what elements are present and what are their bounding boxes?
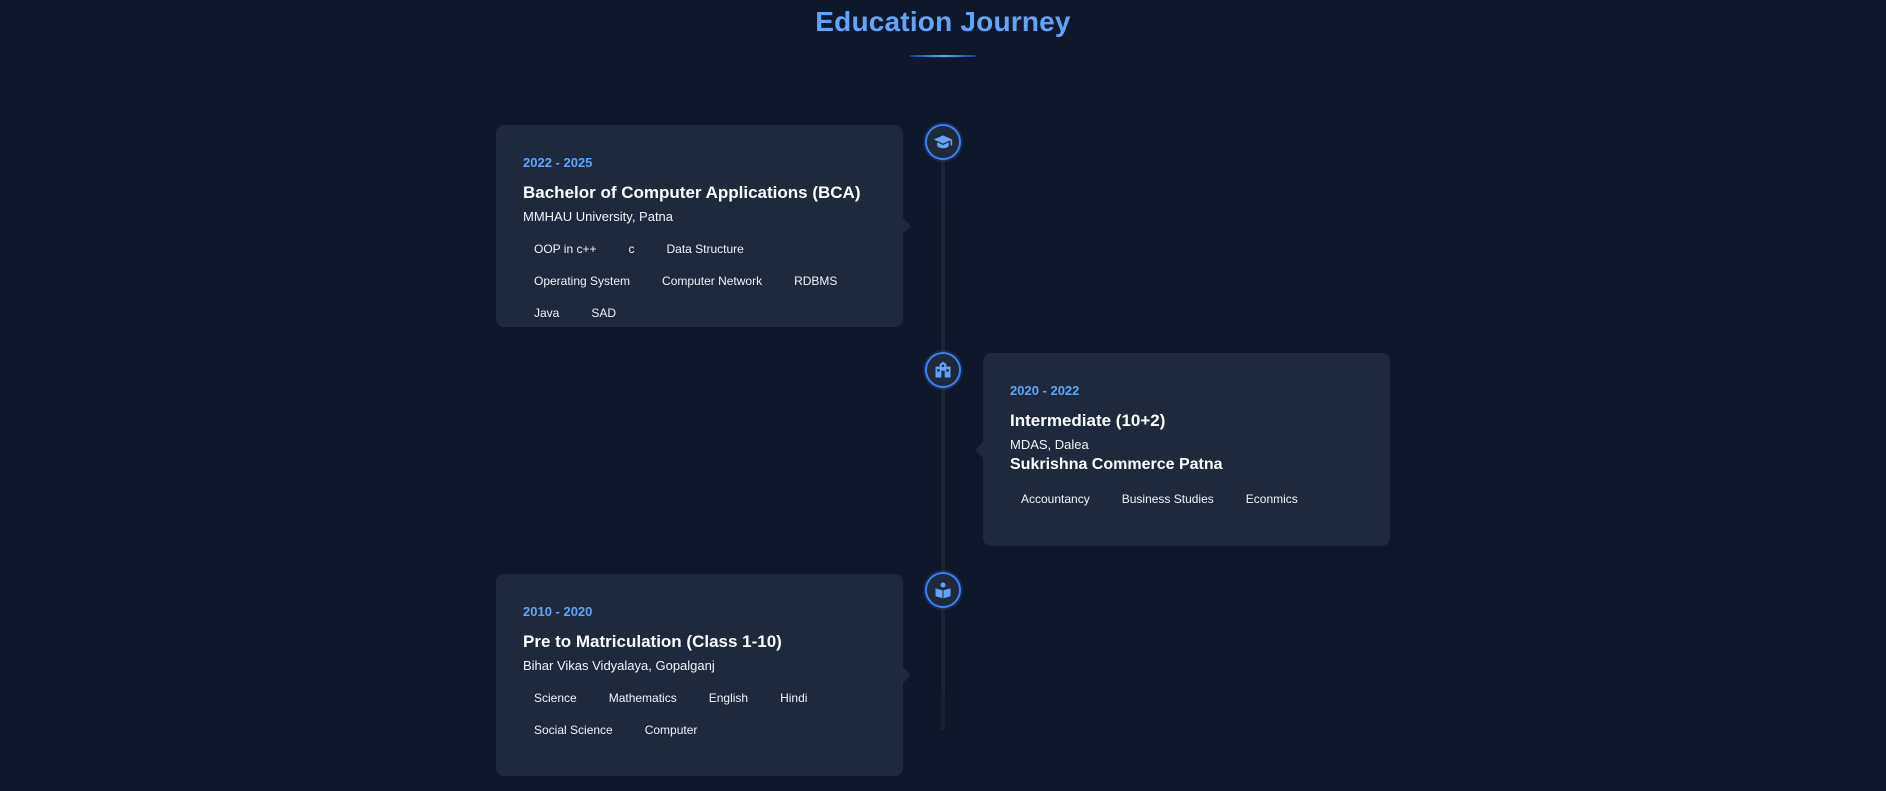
subject-tag: Java — [534, 306, 560, 320]
subject-tag: Computer Network — [662, 274, 763, 288]
education-school-secondary: Sukrishna Commerce Patna — [1010, 456, 1223, 473]
subject-tag: Accountancy — [1021, 492, 1090, 506]
subject-tags: Science Mathematics English Hindi Social… — [523, 687, 877, 742]
subject-tags: Accountancy Business Studies Econmics — [1010, 488, 1364, 511]
subject-tag: SAD — [591, 306, 617, 320]
education-years: 2010 - 2020 — [523, 604, 593, 619]
subject-tags: OOP in c++ c Data Structure Operating Sy… — [523, 238, 877, 325]
education-school: MDAS, Dalea — [1010, 437, 1089, 452]
education-card: 2020 - 2022 Intermediate (10+2) MDAS, Da… — [975, 353, 1390, 546]
education-card: 2022 - 2025 Bachelor of Computer Applica… — [496, 125, 911, 327]
education-degree: Intermediate (10+2) — [1010, 411, 1166, 430]
education-years: 2022 - 2025 — [523, 155, 593, 170]
book-reader-icon — [925, 572, 961, 608]
subject-tag: Science — [534, 691, 577, 705]
subject-tag: Hindi — [780, 691, 808, 705]
education-school: MMHAU University, Patna — [523, 209, 674, 224]
school-building-icon — [925, 352, 961, 388]
section-title: Education Journey — [815, 6, 1071, 37]
subject-tag: English — [708, 691, 749, 705]
title-underline — [910, 55, 976, 57]
subject-tag: Computer — [644, 723, 698, 737]
education-degree: Bachelor of Computer Applications (BCA) — [523, 183, 861, 202]
education-degree: Pre to Matriculation (Class 1-10) — [523, 632, 782, 651]
subject-tag: OOP in c++ — [534, 242, 597, 256]
subject-tag: Econmics — [1245, 492, 1298, 506]
subject-tag: Social Science — [534, 723, 613, 737]
subject-tag: RDBMS — [794, 274, 838, 288]
subject-tag: c — [628, 242, 635, 256]
subject-tag: Mathematics — [608, 691, 677, 705]
subject-tag: Business Studies — [1121, 492, 1214, 506]
education-school: Bihar Vikas Vidyalaya, Gopalganj — [523, 658, 715, 673]
subject-tag: Data Structure — [666, 242, 744, 256]
education-card: 2010 - 2020 Pre to Matriculation (Class … — [496, 574, 911, 776]
education-years: 2020 - 2022 — [1010, 383, 1080, 398]
timeline-line — [941, 140, 945, 730]
subject-tag: Operating System — [534, 274, 631, 288]
graduation-cap-icon — [925, 124, 961, 160]
